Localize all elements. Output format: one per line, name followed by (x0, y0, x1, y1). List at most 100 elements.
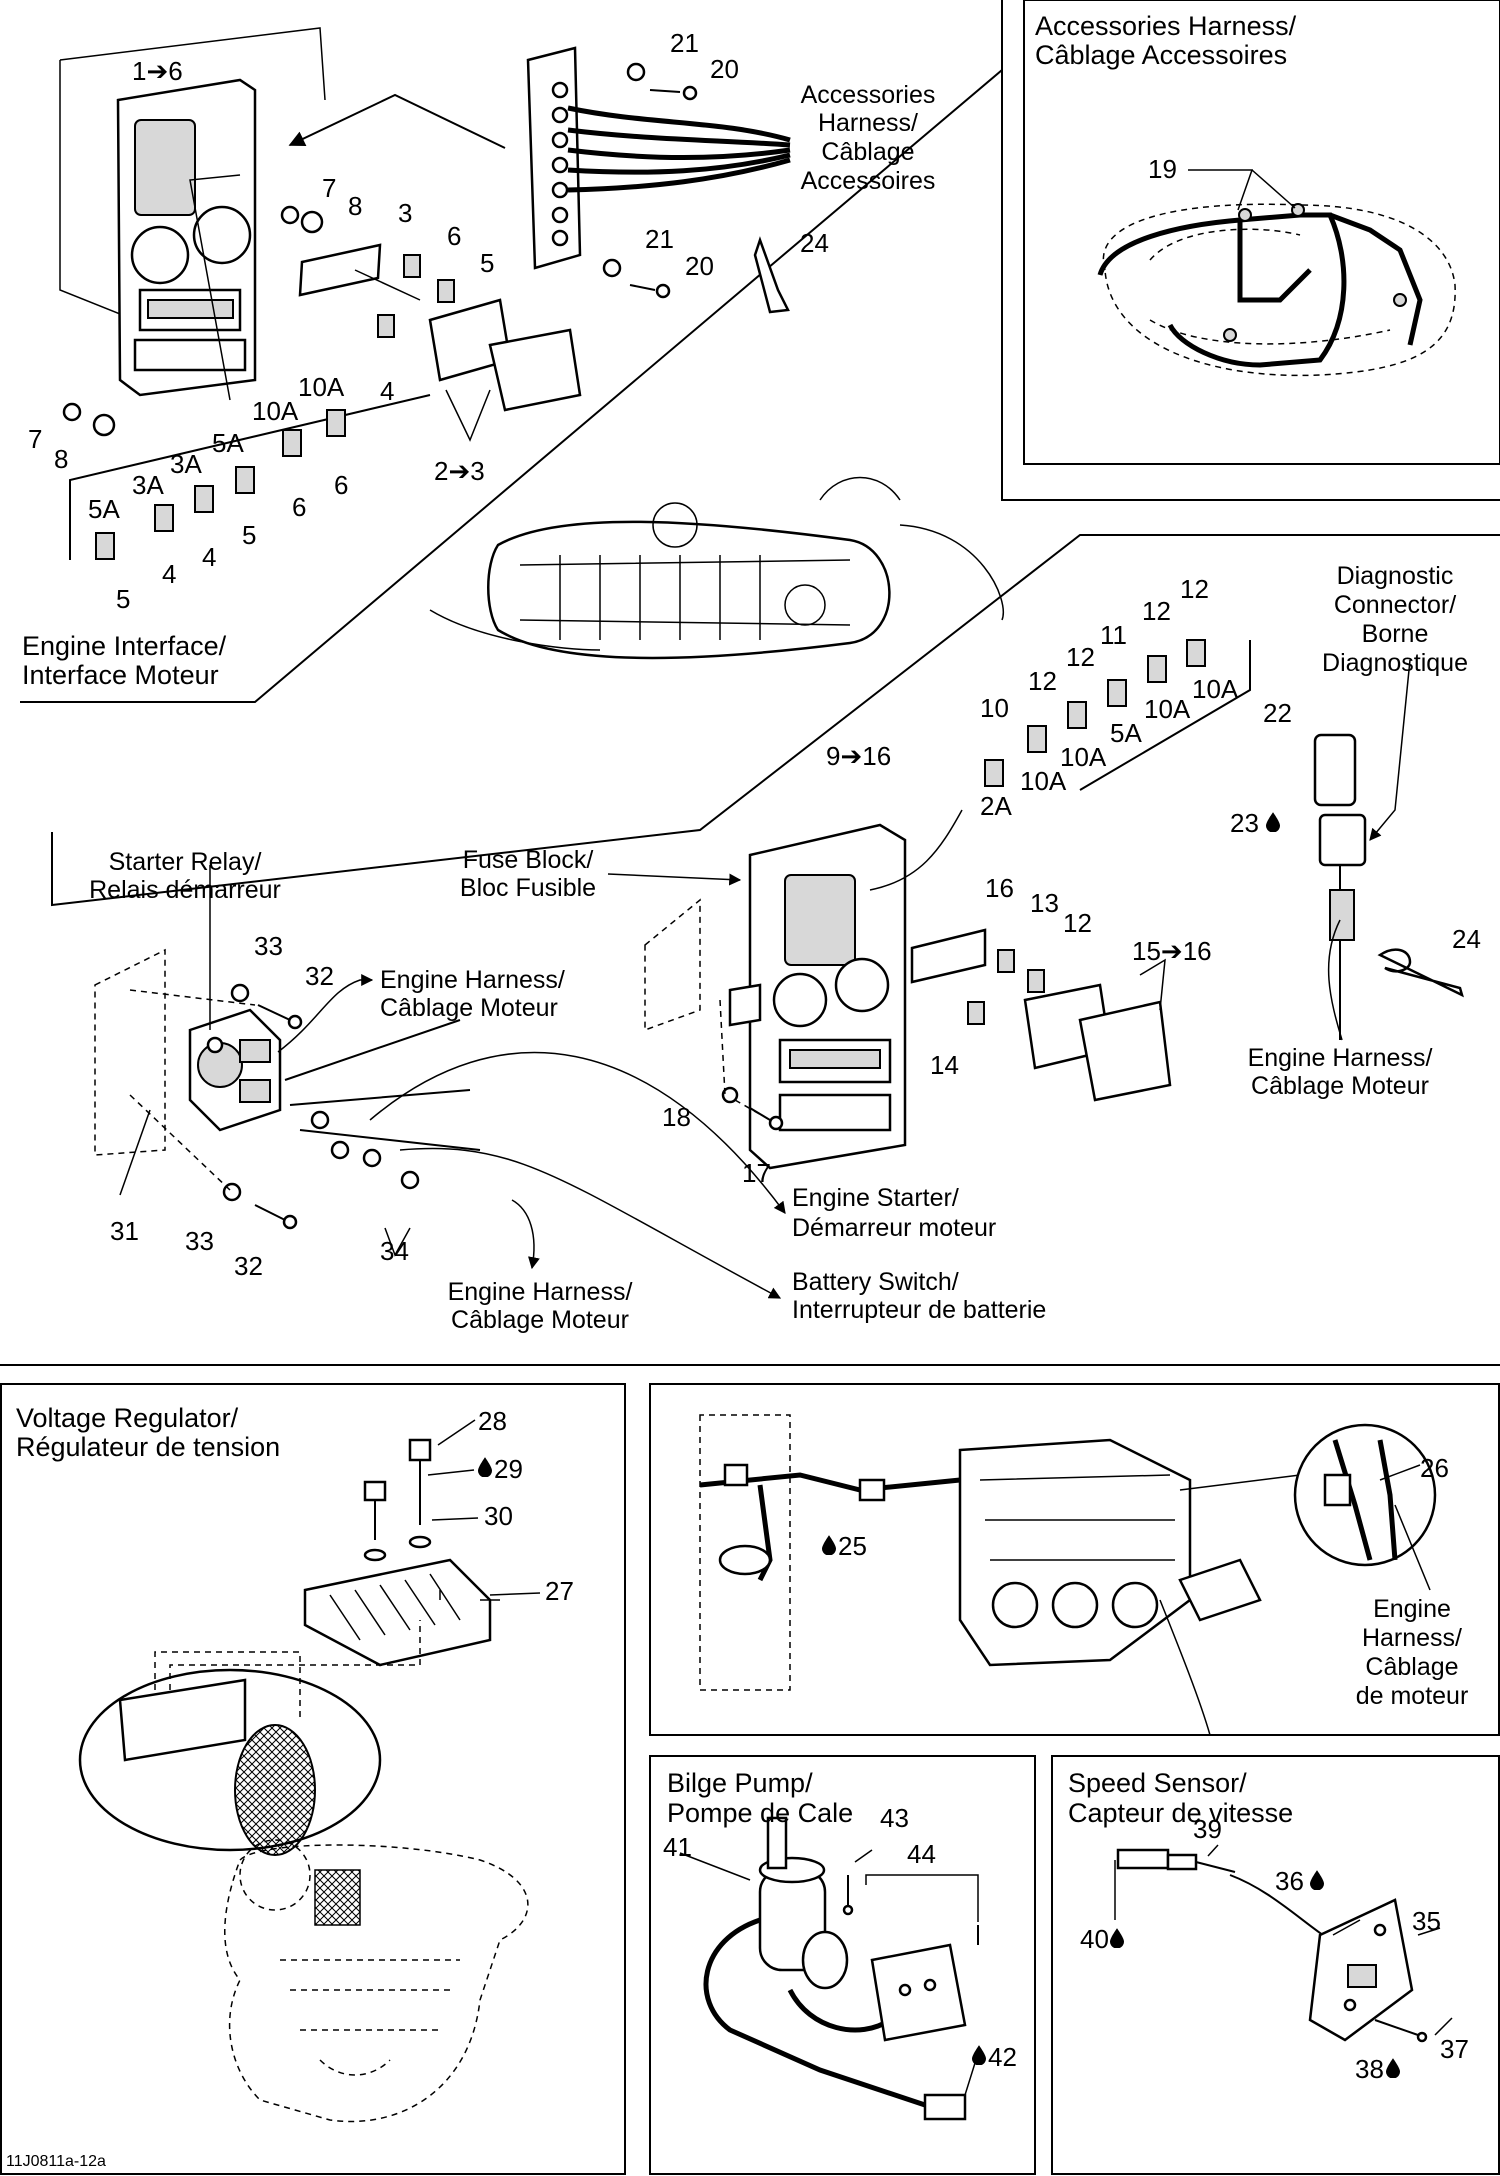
gasket (298, 243, 382, 297)
fuse-icon (997, 949, 1015, 973)
callout-10: 10 (980, 693, 1009, 723)
callout-24: 24 (1452, 924, 1481, 954)
washer-icon (62, 402, 82, 422)
screw-icon (768, 1115, 784, 1131)
callout-24: 24 (800, 228, 829, 258)
drop-icon (822, 1535, 836, 1555)
callout-36: 36 (1275, 1866, 1304, 1896)
engine-harness-label-3-fr: Câblage Moteur (1251, 1072, 1429, 1100)
battery-switch-label: Battery Switch/ (792, 1268, 959, 1296)
callout-33: 33 (185, 1226, 214, 1256)
callout-12: 12 (1180, 574, 1209, 604)
callout-5: 5 (480, 248, 494, 278)
callout-32: 32 (305, 961, 334, 991)
gasket (910, 928, 987, 984)
accessory-wires (567, 105, 791, 193)
callout-28: 28 (478, 1406, 507, 1436)
callout-12: 12 (1142, 596, 1171, 626)
starter-relay (94, 948, 282, 1156)
screw-icon (682, 85, 698, 101)
drop-icon (1310, 1870, 1324, 1890)
callout-8: 8 (348, 191, 362, 221)
acc-label-3: Câblage (821, 138, 914, 166)
callout-16: 16 (985, 873, 1014, 903)
terminal-strip (526, 46, 582, 270)
fuse-rating: 10A (252, 396, 299, 426)
starter-relay-label-fr: Relais démarreur (89, 876, 281, 904)
fuse-rating: 3A (132, 470, 164, 500)
engine-starter-label-fr: Démarreur moteur (792, 1214, 996, 1242)
callout-33: 33 (254, 931, 283, 961)
callout-35: 35 (1412, 1906, 1441, 1936)
callout-15-16: 15➔16 (1132, 936, 1212, 966)
callout-23: 23 (1230, 808, 1259, 838)
engine-harness-label-4: Engine (1373, 1595, 1451, 1623)
accessories-harness-diagram (1097, 169, 1456, 377)
callout-9-16: 9➔16 (826, 741, 891, 771)
callout-12: 12 (1028, 666, 1057, 696)
diagnostic-connector (1313, 659, 1411, 1041)
speed-sensor-title-fr: Capteur de vitesse (1068, 1798, 1293, 1828)
callout-30: 30 (484, 1501, 513, 1531)
washer-icon (602, 258, 622, 278)
fuse-rating: 10A (1060, 742, 1107, 772)
acc-label-1: Accessories (801, 81, 936, 109)
callout-34: 34 (380, 1236, 409, 1266)
drop-icon (1110, 1928, 1124, 1948)
engine-harness-label-4c: Câblage (1365, 1653, 1458, 1681)
voltage-regulator-title-fr: Régulateur de tension (16, 1432, 280, 1462)
fuse-rating: 10A (298, 372, 345, 402)
callout-13: 13 (1030, 888, 1059, 918)
fuse-number: 5 (242, 520, 256, 550)
speed-sensor-diagram (1114, 1844, 1453, 2043)
drop-icon (972, 2045, 986, 2065)
engine-harness-label: Engine Harness/ (380, 966, 565, 994)
nut-icon (300, 210, 324, 234)
fuse-block-section (94, 639, 1464, 1299)
engine-interface-module (116, 78, 257, 397)
callout-27: 27 (545, 1576, 574, 1606)
diag-label-3: Borne (1362, 620, 1429, 648)
fuse-number: 4 (162, 559, 176, 589)
fuse-row-2 (984, 639, 1251, 791)
fuse-icon (967, 1001, 985, 1025)
engine-harness-label-4d: de moteur (1356, 1682, 1469, 1710)
callout-39: 39 (1193, 1814, 1222, 1844)
watercraft-hull (429, 476, 1004, 660)
engine-starter-label: Engine Starter/ (792, 1184, 959, 1212)
fuse-rating: 2A (980, 791, 1012, 821)
fuse-number: 6 (292, 492, 306, 522)
fuse-block-label: Fuse Block/ (463, 846, 594, 874)
callout-41: 41 (663, 1832, 692, 1862)
acc-label-2: Harness/ (818, 109, 918, 137)
fuse-row (69, 394, 431, 560)
engine-harness-label-3: Engine Harness/ (1248, 1044, 1433, 1072)
callout-26: 26 (1420, 1453, 1449, 1483)
callout-18: 18 (662, 1102, 691, 1132)
accessories-harness-title: Accessories Harness/ (1035, 11, 1297, 41)
engine-harness-label-fr: Câblage Moteur (380, 994, 558, 1022)
callout-29: 29 (494, 1454, 523, 1484)
screw-icon (655, 283, 671, 299)
engine-interface-title-fr: Interface Moteur (22, 660, 219, 690)
acc-label-4: Accessoires (801, 167, 936, 195)
bilge-pump-title-fr: Pompe de Cale (667, 1798, 853, 1828)
callout-38: 38 (1355, 2054, 1384, 2084)
fuse-icon (377, 314, 395, 338)
fuse-number: 4 (202, 542, 216, 572)
callout-43: 43 (880, 1803, 909, 1833)
fuse-cover (1078, 1000, 1172, 1102)
callout-2-3: 2➔3 (434, 456, 485, 486)
fuse-icon (403, 254, 421, 278)
fuse-rating: 10A (1144, 694, 1191, 724)
callout-12: 12 (1066, 642, 1095, 672)
fuse-rating: 5A (88, 494, 120, 524)
callout-4: 4 (380, 376, 394, 406)
voltage-regulator-diagram (78, 1438, 529, 2123)
engine-harness-label-2-fr: Câblage Moteur (451, 1306, 629, 1334)
callout-37: 37 (1440, 2034, 1469, 2064)
callout-19: 19 (1148, 154, 1177, 184)
drop-icon (1266, 812, 1280, 832)
callout-40: 40 (1080, 1924, 1109, 1954)
